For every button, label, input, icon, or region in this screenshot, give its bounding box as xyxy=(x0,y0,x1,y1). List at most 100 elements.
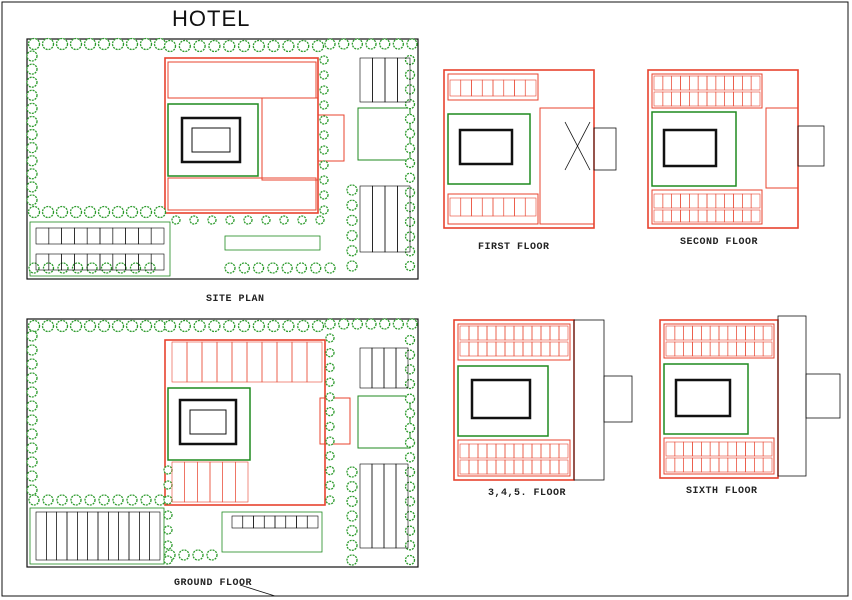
room-cell xyxy=(460,79,472,97)
tree-symbol xyxy=(69,37,83,51)
room-cell xyxy=(139,511,150,561)
room-cell xyxy=(513,341,524,357)
room-detail-layer xyxy=(35,57,773,561)
typical-floor-pool xyxy=(470,378,532,420)
room-cell xyxy=(750,193,761,209)
room-cell xyxy=(745,441,755,457)
tree-symbol xyxy=(237,39,251,53)
room-cell xyxy=(261,341,278,383)
tree-symbol xyxy=(26,128,38,141)
tree-symbol xyxy=(97,319,111,333)
tree-symbol xyxy=(404,334,416,346)
tree-symbol xyxy=(111,205,125,219)
tree-symbol xyxy=(71,262,84,274)
room-cell xyxy=(549,325,560,341)
room-cell xyxy=(727,441,737,457)
tree-symbol xyxy=(404,349,416,360)
second-floor-outline xyxy=(647,69,799,229)
tree-symbol xyxy=(26,194,38,206)
tree-symbol xyxy=(163,465,173,475)
tree-symbol xyxy=(252,262,265,274)
room-cell xyxy=(495,443,506,459)
room-cell xyxy=(665,341,676,357)
room-cell xyxy=(742,193,752,209)
room-cell xyxy=(540,443,551,459)
tree-symbol xyxy=(404,510,416,522)
room-cell xyxy=(77,511,88,561)
room-cell xyxy=(150,253,165,271)
tree-symbol xyxy=(178,549,190,561)
room-cell xyxy=(216,341,233,383)
room-cell xyxy=(276,341,293,383)
tree-symbol xyxy=(261,215,271,225)
room-cell xyxy=(449,197,462,217)
tree-symbol xyxy=(325,436,335,446)
tree-symbol xyxy=(26,63,38,75)
room-cell xyxy=(138,227,152,245)
room-cell xyxy=(531,443,542,459)
room-cell xyxy=(481,197,494,217)
room-cell xyxy=(171,461,185,503)
tree-symbol xyxy=(26,386,38,398)
room-cell xyxy=(733,75,743,91)
tree-symbol xyxy=(163,555,173,565)
tree-symbol xyxy=(83,37,97,51)
tree-symbol xyxy=(325,465,335,476)
tree-symbol xyxy=(319,100,329,110)
tree-symbol xyxy=(56,494,68,506)
tree-symbol xyxy=(42,262,55,274)
tree-symbol xyxy=(346,245,358,257)
tree-symbol xyxy=(208,319,221,333)
room-cell xyxy=(701,457,711,473)
tree-symbol xyxy=(404,393,416,404)
room-cell xyxy=(745,457,755,473)
room-cell xyxy=(383,347,397,389)
tree-symbol xyxy=(26,115,38,128)
tree-symbol xyxy=(297,215,307,225)
room-cell xyxy=(35,511,47,561)
tree-symbol xyxy=(125,205,139,219)
room-cell xyxy=(495,325,506,341)
room-cell xyxy=(662,91,672,107)
room-cell xyxy=(549,443,560,459)
tree-symbol xyxy=(223,319,236,333)
room-cell xyxy=(522,341,533,357)
room-cell xyxy=(701,325,711,341)
room-cell xyxy=(680,209,690,223)
tree-symbol xyxy=(189,215,199,225)
room-cell xyxy=(372,185,386,253)
tree-symbol xyxy=(311,39,325,53)
tree-symbol xyxy=(26,344,38,356)
tree-symbol xyxy=(319,85,329,95)
label-sixth-floor: SIXTH FLOOR xyxy=(686,486,758,497)
tree-symbol xyxy=(324,38,336,50)
room-cell xyxy=(56,511,68,561)
room-cell xyxy=(235,461,249,503)
tree-symbol xyxy=(98,494,110,506)
room-cell xyxy=(477,459,488,475)
room-cell xyxy=(724,91,734,107)
room-cell xyxy=(306,515,319,529)
tree-symbol xyxy=(404,466,416,478)
site-boundary xyxy=(26,38,419,280)
room-cell xyxy=(97,511,109,561)
tree-symbol xyxy=(379,318,391,330)
tree-symbol xyxy=(207,215,217,225)
tree-symbol xyxy=(26,76,38,88)
room-cell xyxy=(671,193,681,209)
tree-symbol xyxy=(57,262,69,274)
room-cell xyxy=(718,457,729,473)
room-cell xyxy=(665,457,676,473)
tree-symbol xyxy=(144,262,156,274)
room-cell xyxy=(709,441,720,457)
room-cell xyxy=(171,341,188,383)
room-cell xyxy=(724,75,734,91)
tree-symbol xyxy=(139,205,153,219)
tree-symbol xyxy=(41,319,55,333)
tree-symbol xyxy=(404,172,416,183)
room-cell xyxy=(680,91,690,107)
tree-symbol xyxy=(26,168,38,180)
room-cell xyxy=(689,91,699,107)
tree-symbol xyxy=(86,262,98,274)
room-cell xyxy=(504,459,515,475)
